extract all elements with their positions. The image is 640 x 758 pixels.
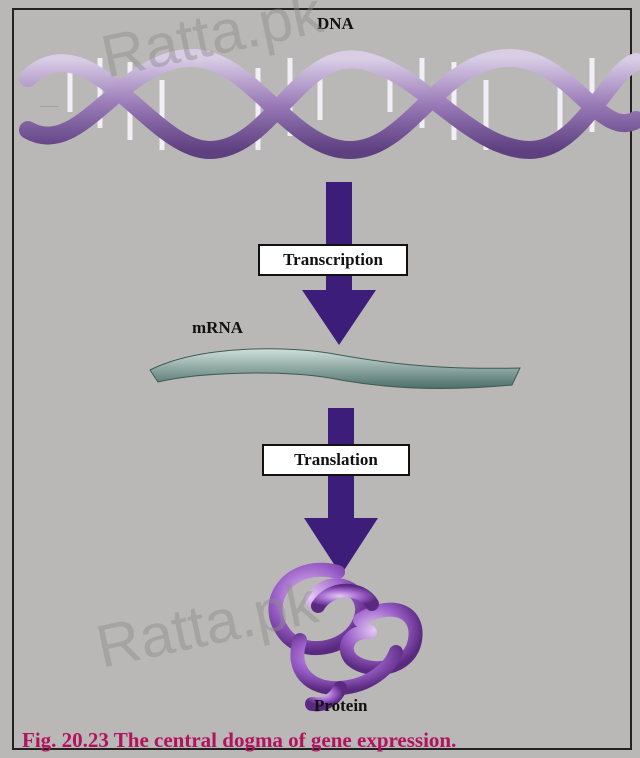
translation-arrow	[304, 408, 378, 575]
mrna-label: mRNA	[192, 318, 243, 338]
mrna-ribbon	[150, 349, 520, 389]
protein-label: Protein	[314, 696, 368, 716]
translation-label: Translation	[262, 444, 410, 476]
figure-caption: Fig. 20.23 The central dogma of gene exp…	[22, 728, 456, 753]
transcription-label: Transcription	[258, 244, 408, 276]
